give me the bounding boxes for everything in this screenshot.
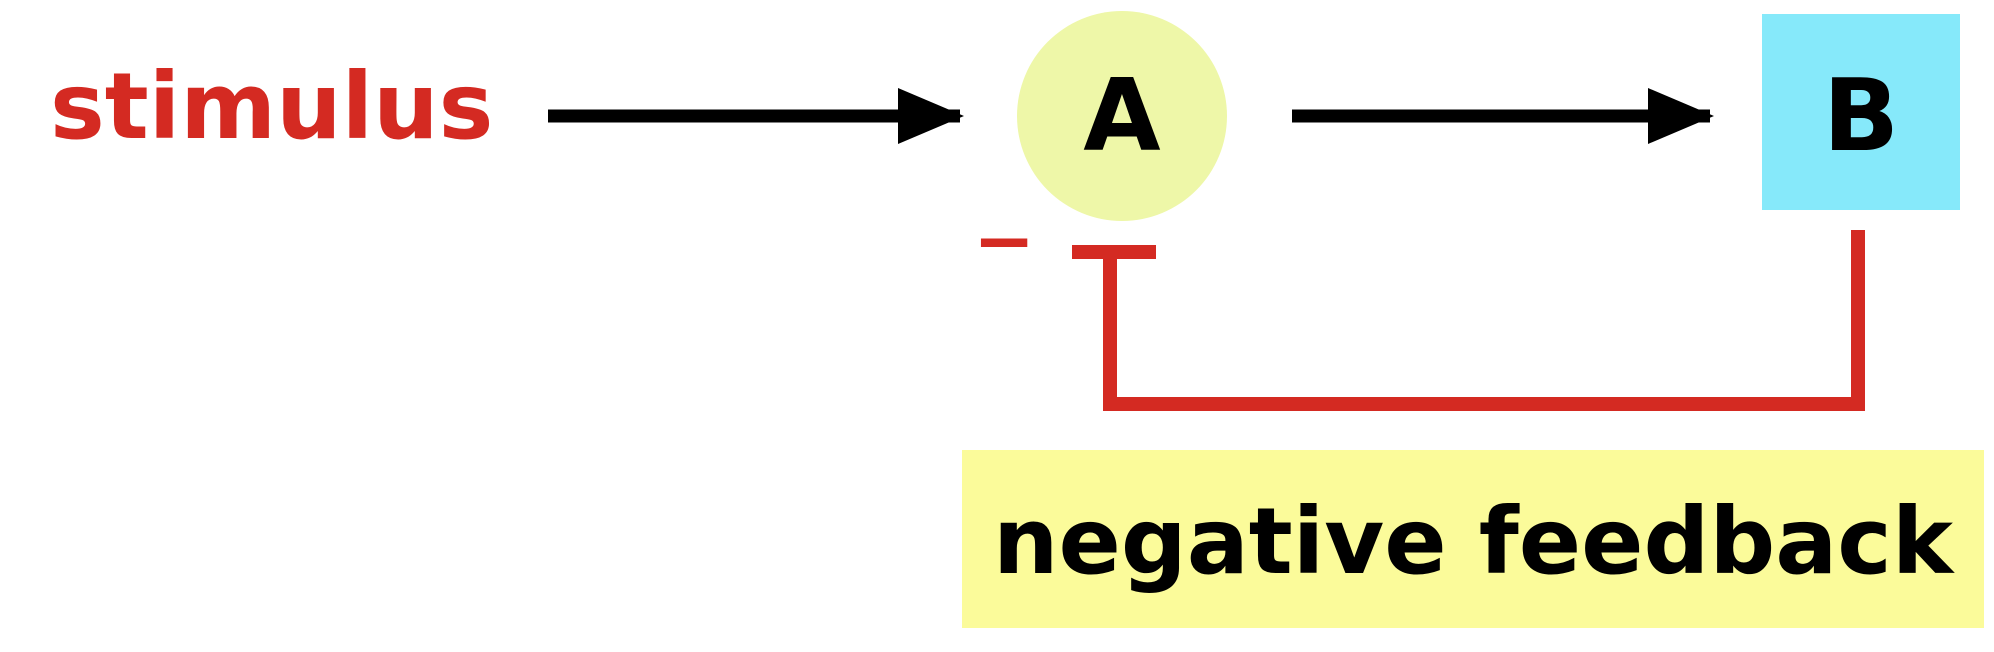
feedback-label: negative feedback <box>993 488 1955 595</box>
negative-feedback-line <box>1103 230 1865 411</box>
node-b <box>1762 14 1960 210</box>
inhibition-minus-sign: − <box>973 198 1035 284</box>
node-a-label: A <box>1083 57 1160 174</box>
node-b-label: B <box>1823 57 1899 174</box>
node-a <box>1017 11 1227 221</box>
stimulus-label: stimulus <box>50 53 493 160</box>
feedback-label-box <box>962 450 1984 628</box>
